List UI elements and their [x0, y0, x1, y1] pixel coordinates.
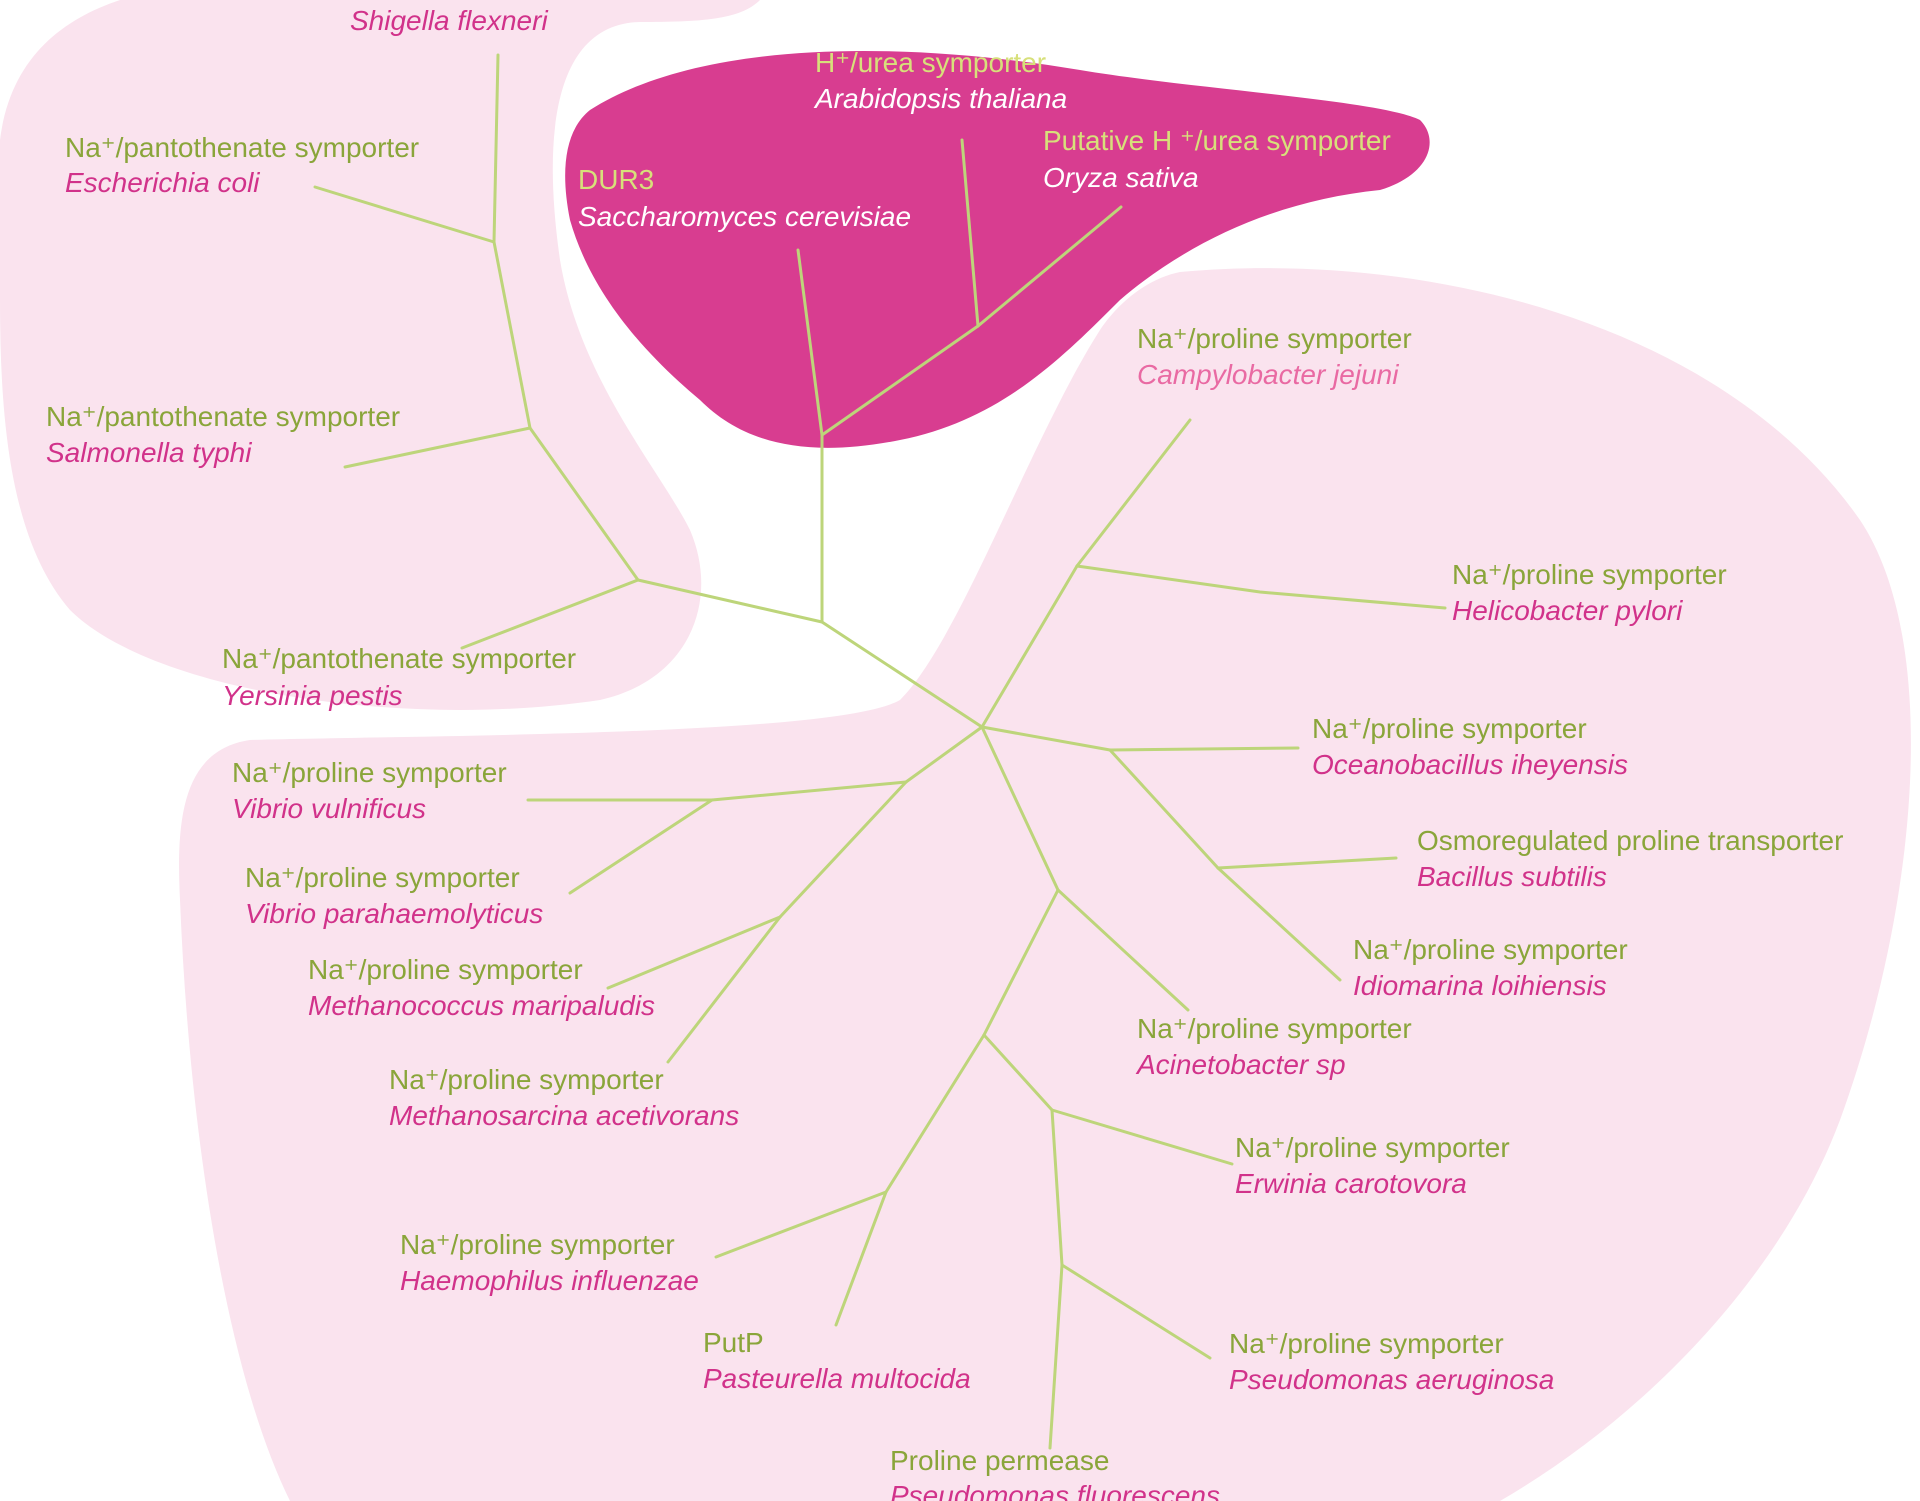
branch-vibrio-p — [568, 798, 714, 895]
branch-pasteur-clade — [884, 1033, 986, 1194]
branch-root-proline — [820, 620, 984, 729]
species-label: Methanococcus maripaludis — [308, 990, 655, 1021]
species-label: Salmonella typhi — [46, 437, 252, 468]
protein-label: Na⁺/proline symporter — [308, 954, 583, 985]
branch-gamma-clade — [980, 725, 1060, 892]
protein-label: Na⁺/pantothenate symporter — [65, 132, 419, 163]
protein-label: PutP — [703, 1327, 764, 1358]
species-label: Campylobacter jejuni — [1137, 359, 1399, 390]
branch-oceanobacillus — [1108, 746, 1300, 752]
branch-salmonella — [343, 426, 532, 469]
branch-acinetobacter — [1056, 888, 1190, 1012]
branch-arabidopsis — [960, 138, 980, 328]
species-label: Acinetobacter sp — [1135, 1049, 1346, 1080]
protein-label: Na⁺/proline symporter — [232, 757, 507, 788]
pantothenate-clade-region — [0, 0, 760, 710]
protein-label: Na⁺/proline symporter — [1312, 713, 1587, 744]
branch-methano-node — [778, 780, 908, 919]
branch-saccharomyces — [796, 248, 824, 437]
branch-upper-proline — [980, 564, 1079, 729]
branch-helicobacter — [1075, 564, 1447, 610]
protein-label: H⁺/urea symporter — [815, 47, 1046, 78]
species-label: Vibrio vulnificus — [232, 793, 426, 824]
protein-label: Na⁺/proline symporter — [1452, 559, 1727, 590]
protein-label: Na⁺/proline symporter — [1235, 1132, 1510, 1163]
branch-panto-root — [636, 578, 824, 624]
protein-label: Na⁺/pantothenate symporter — [222, 643, 576, 674]
urea-clade-region — [565, 50, 1430, 448]
species-label: Saccharomyces cerevisiae — [578, 201, 911, 232]
species-label: Arabidopsis thaliana — [813, 83, 1067, 114]
branch-bacillus — [1216, 856, 1398, 870]
species-label: Pseudomonas aeruginosa — [1229, 1364, 1554, 1395]
protein-label: Na⁺/proline symporter — [400, 1229, 675, 1260]
branch-erwinia — [1050, 1108, 1234, 1166]
species-label: Idiomarina loihiensis — [1353, 970, 1607, 1001]
branch-campylobacter — [1075, 418, 1192, 568]
protein-label: Na⁺/proline symporter — [1137, 1013, 1412, 1044]
branch-methanococcus — [606, 915, 782, 990]
branch-bacillus-clade — [980, 725, 1112, 752]
branch-pseudomonas-clade — [982, 1033, 1054, 1112]
species-label: Shigella flexneri — [350, 5, 548, 36]
branch-pasteurella — [834, 1190, 888, 1327]
branch-haemophilus — [714, 1190, 888, 1259]
species-label: Pseudomonas fluorescens — [890, 1480, 1220, 1501]
proline-clade-region — [179, 268, 1911, 1501]
protein-label: Na⁺/proline symporter — [1353, 934, 1628, 965]
branch-pseudomonas-inner — [1050, 1108, 1064, 1267]
protein-label: Putative H ⁺/urea symporter — [1043, 125, 1391, 156]
branch-shigella — [492, 53, 500, 244]
species-label: Erwinia carotovora — [1235, 1168, 1467, 1199]
branch-bacillus-inner — [1108, 748, 1220, 870]
protein-label: Na⁺/proline symporter — [1137, 323, 1412, 354]
branch-panto-inner — [492, 240, 532, 430]
species-label: Oryza sativa — [1043, 162, 1199, 193]
branch-vibrio-clade — [710, 780, 908, 802]
species-label: Oceanobacillus iheyensis — [1312, 749, 1628, 780]
species-label: Pasteurella multocida — [703, 1363, 971, 1394]
branch-gamma-inner — [982, 888, 1060, 1037]
protein-label: Na⁺/proline symporter — [389, 1064, 664, 1095]
species-label: Haemophilus influenzae — [400, 1265, 699, 1296]
protein-label: Na⁺/proline symporter — [1229, 1328, 1504, 1359]
leaf-labels: Shigella flexneri Na⁺/pantothenate sympo… — [46, 5, 1843, 1501]
branch-yersinia — [460, 578, 640, 650]
branch-idiomarina — [1216, 866, 1342, 982]
protein-label: DUR3 — [578, 164, 654, 195]
species-label: Helicobacter pylori — [1452, 595, 1683, 626]
branch-methanosarcina — [666, 915, 782, 1064]
branch-archaea-clade — [904, 725, 984, 784]
branch-ecoli — [313, 185, 496, 244]
species-label: Yersinia pestis — [222, 680, 403, 711]
species-label: Vibrio parahaemolyticus — [245, 898, 543, 929]
species-label: Escherichia coli — [65, 167, 260, 198]
protein-label: Proline permease — [890, 1445, 1109, 1476]
branch-pseudomonas-f — [1048, 1263, 1064, 1450]
branch-panto-lower — [528, 426, 640, 582]
branch-oryza — [976, 205, 1123, 328]
protein-label: Na⁺/proline symporter — [245, 862, 520, 893]
protein-label: Na⁺/pantothenate symporter — [46, 401, 400, 432]
species-label: Bacillus subtilis — [1417, 861, 1607, 892]
branch-urea-node — [820, 324, 980, 437]
species-label: Methanosarcina acetivorans — [389, 1100, 739, 1131]
protein-label: Osmoregulated proline transporter — [1417, 825, 1843, 856]
branch-pseudomonas-a — [1060, 1263, 1212, 1360]
tree-branches — [313, 53, 1447, 1450]
